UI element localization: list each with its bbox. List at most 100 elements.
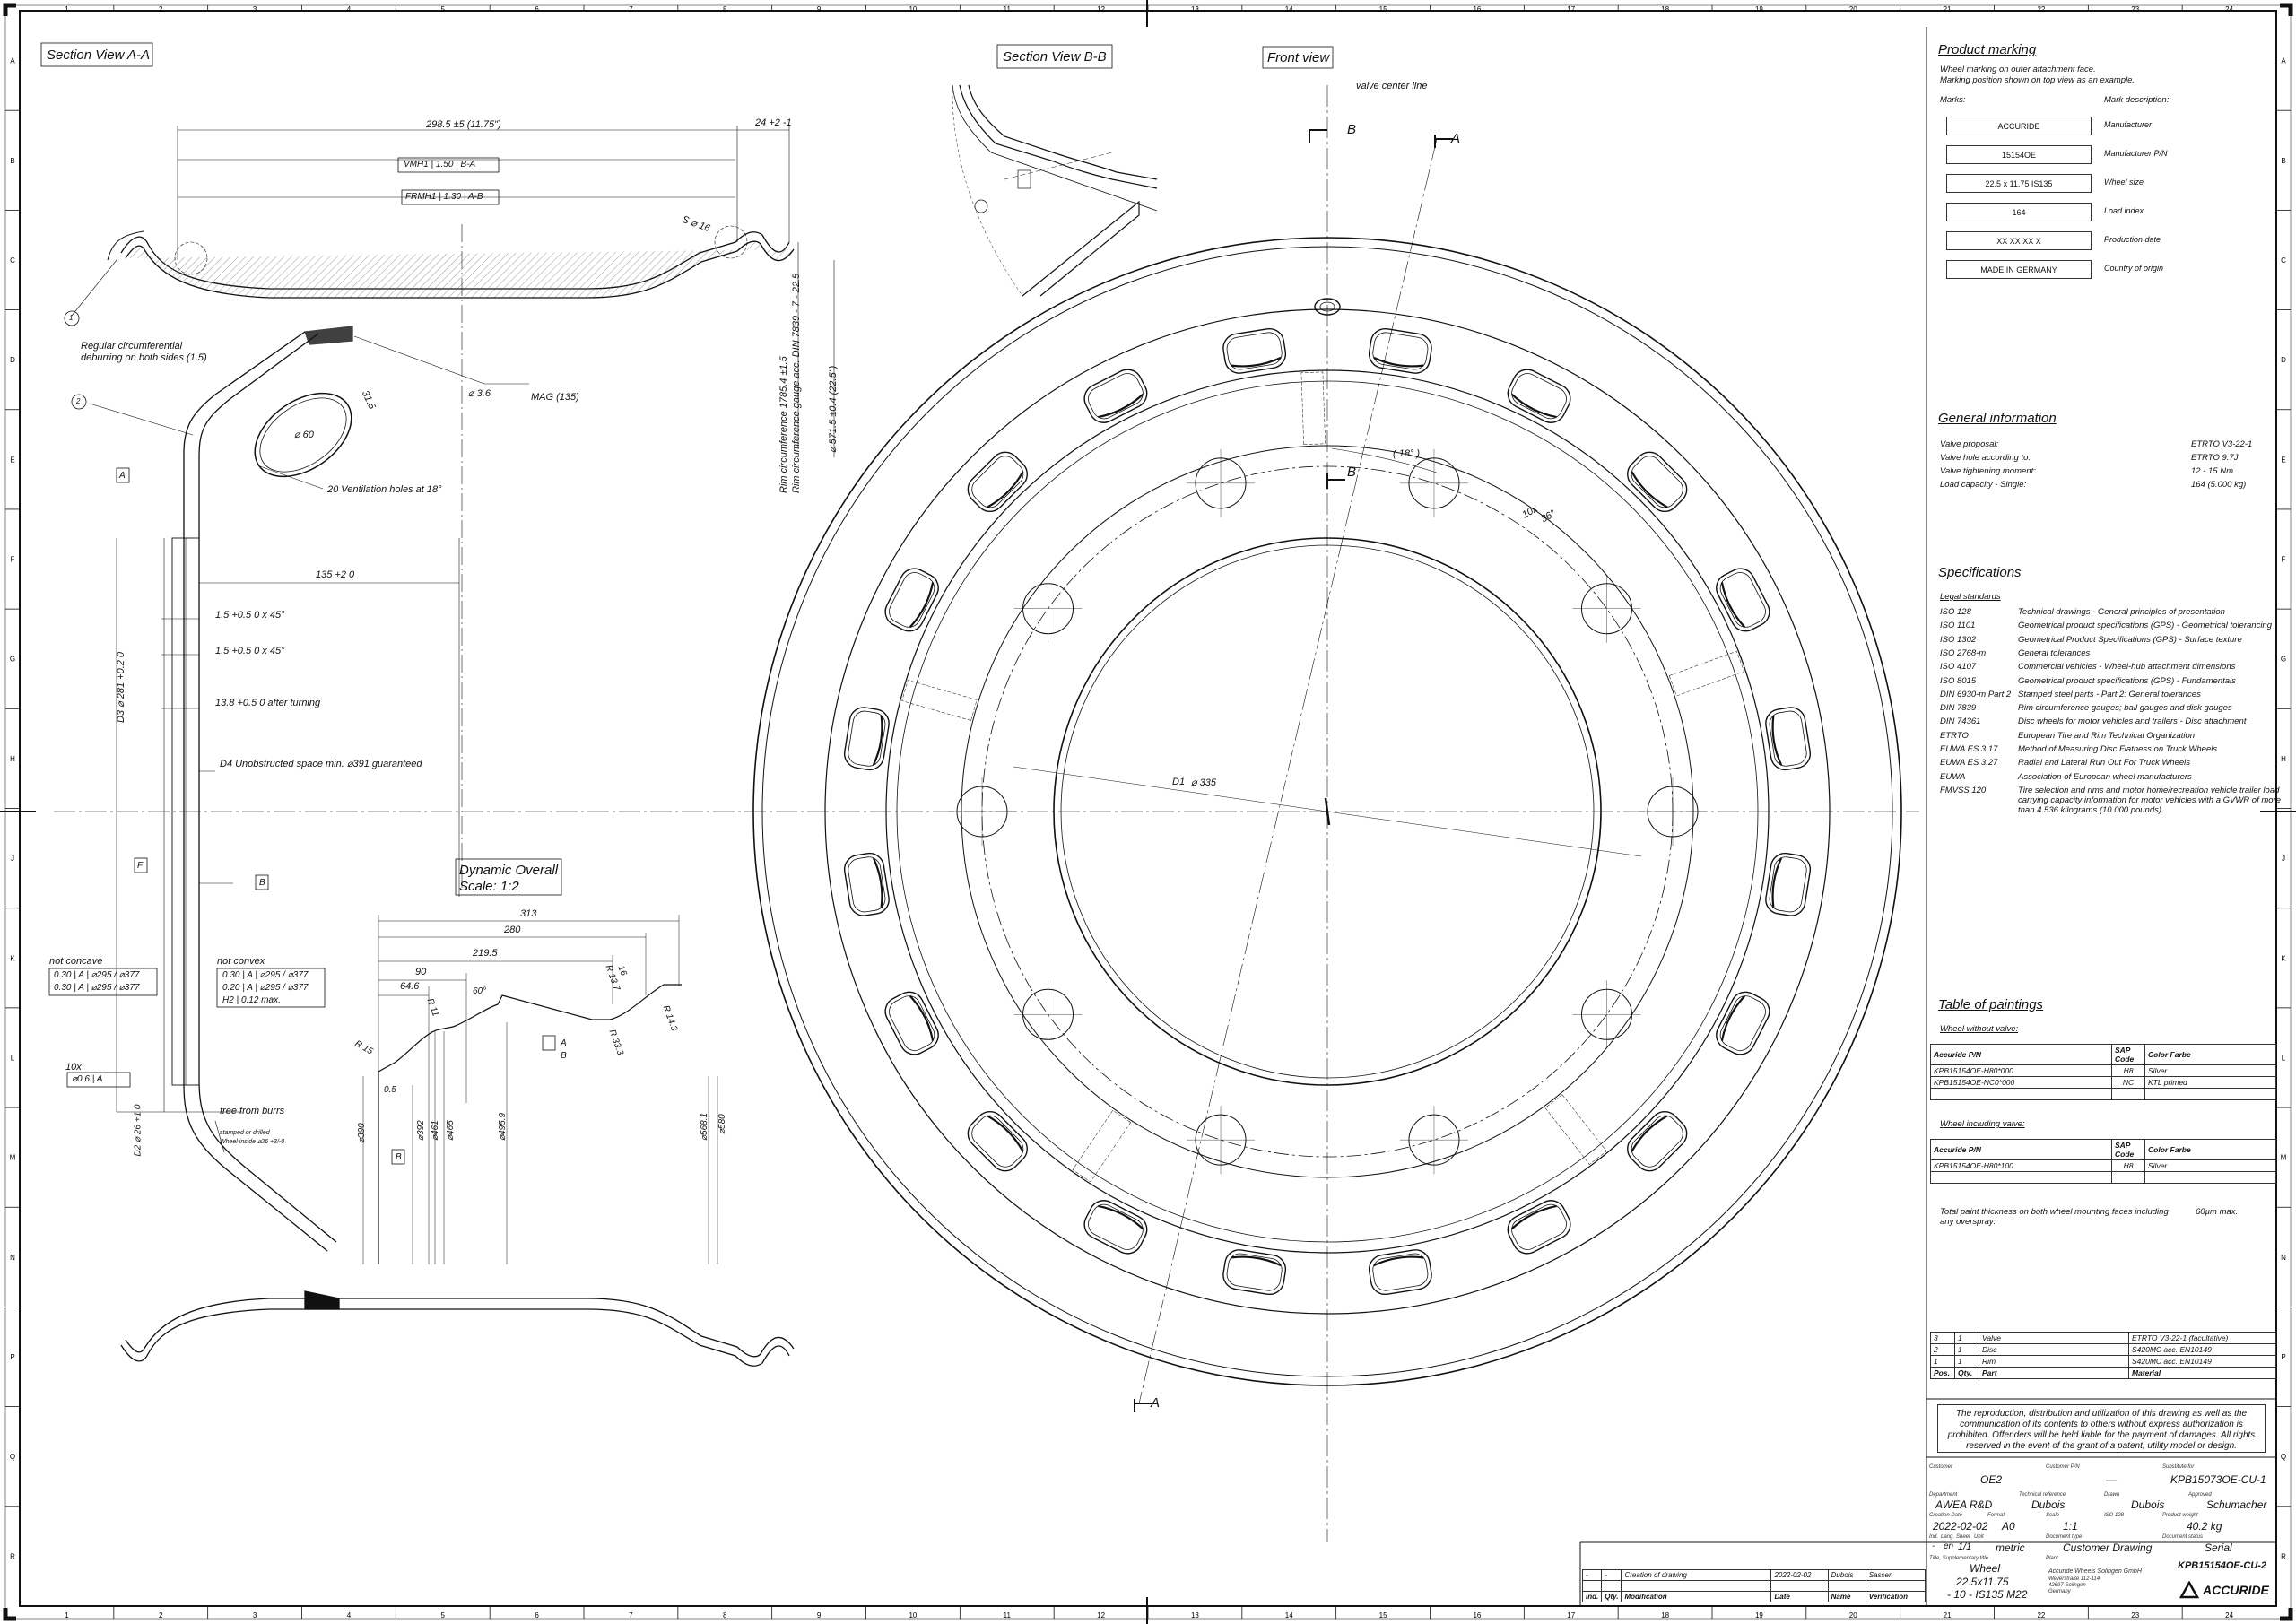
th-sap-2: SAP Code <box>2111 1139 2145 1160</box>
tb-format: A0 <box>2002 1520 2015 1533</box>
grid-col-label: 12 <box>1097 1611 1105 1620</box>
th-part: Part <box>1979 1367 2129 1379</box>
chamfer-2: 1.5 +0.5 0 x 45° <box>215 646 285 656</box>
spec-standard: ISO 128 <box>1940 607 1971 617</box>
product-marking-title: Product marking <box>1938 42 2037 57</box>
rev-h-name: Name <box>1827 1591 1866 1602</box>
datum-b: B <box>259 878 265 888</box>
section-marker-b-mid: B <box>1347 465 1357 480</box>
section-bb-title: Section View B-B <box>1003 49 1107 65</box>
rev-h-ind: Ind. <box>1581 1591 1603 1602</box>
spec-standard: ISO 1302 <box>1940 634 1977 645</box>
section-view-bb <box>952 44 1158 297</box>
not-convex-3: H2 | 0.12 max. <box>222 995 281 1005</box>
spec-description: Technical drawings - General principles … <box>2018 607 2225 617</box>
angle-18-label: ( 18° ) <box>1393 448 1421 459</box>
paint-sap: H8 <box>2111 1159 2145 1172</box>
accuride-logo-text: ACCURIDE <box>2203 1583 2269 1597</box>
grid-col-label: 13 <box>1191 1611 1199 1620</box>
section-marker-b-top: B <box>1347 122 1357 137</box>
grid-row-label: H <box>10 755 15 763</box>
corner-marks <box>3 3 2293 1621</box>
spec-description: than 4 536 kilograms (10 000 pounds). <box>2018 804 2164 815</box>
marking-value: MADE IN GERMANY <box>1946 260 2092 279</box>
marking-description: Wheel size <box>2104 178 2144 187</box>
spec-description: Association of European wheel manufactur… <box>2018 771 2192 782</box>
ventilation-slot <box>967 1111 1028 1172</box>
grid-col-label: 21 <box>1944 5 1952 13</box>
grid-row-label: B <box>2281 157 2285 165</box>
front-view-title: Front view <box>1267 50 1330 65</box>
th-mat: Material <box>2128 1367 2276 1379</box>
grid-col-label: 11 <box>1004 1611 1012 1620</box>
rim-circumference: Rim circumference 1785.4 ±1.5 <box>778 356 789 493</box>
marking-value: 22.5 x 11.75 IS135 <box>1946 174 2092 193</box>
rim-circumference-gauge: Rim circumference gauge acc. DIN 7839 - … <box>791 273 802 493</box>
grid-row-label: N <box>10 1254 15 1262</box>
grid-col-label: 4 <box>347 5 352 13</box>
tb-customer-label: Customer <box>1929 1464 1953 1470</box>
tb-dept-label: Department <box>1929 1492 1958 1498</box>
grid-row-label: F <box>2282 556 2286 564</box>
dim-571-5: ⌀ 571.5 ±0.4 (22.5") <box>828 365 839 453</box>
marking-value: ACCURIDE <box>1946 117 2092 135</box>
spec-standard: DIN 6930-m Part 2 <box>1940 689 2012 699</box>
rev-ind: - <box>1581 1569 1603 1581</box>
dyn-d568-1: ⌀568.1 <box>700 1112 709 1141</box>
grid-col-label: 11 <box>1004 5 1012 13</box>
spec-description: Geometrical Product Specifications (GPS)… <box>2018 634 2242 645</box>
pm-col-desc: Mark description: <box>2104 95 2170 105</box>
hidden-marking-area <box>1300 371 1326 445</box>
tb-plant-1: Accuride Wheels Solingen GmbH <box>2048 1568 2142 1575</box>
paint-sap: NC <box>2111 1076 2145 1089</box>
rev-name: Dubois <box>1827 1569 1866 1581</box>
grid-row-label: L <box>2282 1054 2286 1062</box>
gi-key: Valve proposal: <box>1940 439 1999 449</box>
tb-subst: KPB15073OE-CU-1 <box>2170 1473 2266 1486</box>
dynamic-title: Dynamic Overall <box>459 863 559 878</box>
gi-key: Valve tightening moment: <box>1940 466 2036 476</box>
dyn-d580: ⌀580 <box>718 1114 727 1134</box>
gi-key: Load capacity - Single: <box>1940 480 2027 490</box>
datum-f: F <box>137 861 144 871</box>
tb-weight: 40.2 kg <box>2187 1520 2222 1533</box>
grid-col-label: 13 <box>1191 5 1199 13</box>
revision-table: - - Creation of drawing 2022-02-02 Duboi… <box>1581 1569 1926 1602</box>
marking-description: Country of origin <box>2104 264 2164 273</box>
grid-row-label: M <box>2281 1154 2287 1162</box>
not-convex-1: 0.30 | A | ⌀295 / ⌀377 <box>222 970 309 980</box>
tb-title-2: 22.5x11.75 <box>1956 1576 2009 1588</box>
weld-mag: MAG (135) <box>531 392 579 403</box>
grid-col-label: 5 <box>441 5 446 13</box>
grid-row-label: G <box>2281 656 2286 664</box>
dyn-313: 313 <box>520 908 537 919</box>
tb-plant-4: Germany <box>2048 1589 2071 1594</box>
gi-key: Valve hole according to: <box>1940 453 2031 463</box>
marking-value: XX XX XX X <box>1946 231 2092 250</box>
spec-description: General tolerances <box>2018 647 2091 658</box>
grid-ruler: 1122334455667788991010111112121313141415… <box>5 5 2291 1620</box>
rev-h-qty: Qty. <box>1601 1591 1622 1602</box>
not-convex-2: 0.20 | A | ⌀295 / ⌀377 <box>222 983 309 993</box>
grid-row-label: G <box>10 656 15 664</box>
grid-col-label: 9 <box>817 1611 822 1620</box>
marking-value: 164 <box>1946 203 2092 221</box>
spec-description: Commercial vehicles - Wheel-hub attachme… <box>2018 662 2236 673</box>
tb-cdate: 2022-02-02 <box>1933 1520 1988 1533</box>
grid-row-label: R <box>10 1552 15 1560</box>
dim-13-8: 13.8 +0.5 0 after turning <box>215 698 321 708</box>
hidden-marking-area <box>901 680 978 721</box>
paint-sap: H8 <box>2111 1064 2145 1077</box>
dyn-datum-a: A <box>561 1038 567 1048</box>
grid-col-label: 10 <box>909 1611 917 1620</box>
grid-row-label: D <box>2281 356 2286 364</box>
gi-value: 164 (5.000 kg) <box>2191 480 2247 490</box>
spec-standard: DIN 7839 <box>1940 703 1977 714</box>
tb-sheet: 1/1 <box>1958 1541 1972 1552</box>
copyright-note: The reproduction, distribution and utili… <box>1937 1404 2266 1453</box>
hidden-marking-area <box>1544 1094 1607 1165</box>
tb-weight-label: Product weight <box>2162 1513 2198 1518</box>
